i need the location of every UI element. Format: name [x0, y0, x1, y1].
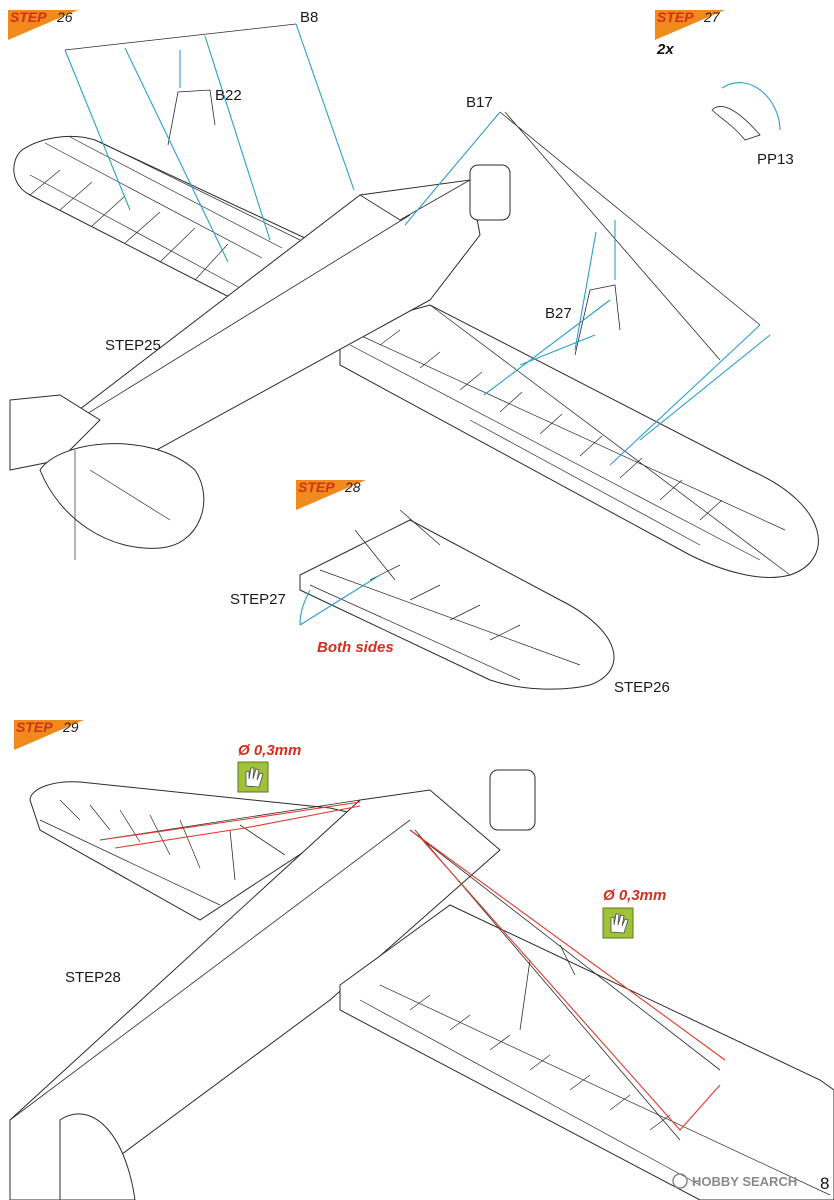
- wire-diameter-1: Ø 0,3mm: [238, 742, 301, 759]
- watermark-text: HOBBY SEARCH: [692, 1174, 797, 1189]
- label-b27: B27: [545, 305, 572, 322]
- label-pp13: PP13: [757, 151, 794, 168]
- left-wing-ribs: [29, 136, 301, 289]
- label-b8: B8: [300, 9, 318, 26]
- ref-step28: STEP28: [65, 969, 121, 986]
- strut-b8: [64, 23, 297, 51]
- step-29-header: STEP 29: [14, 719, 84, 750]
- rigging-wires: [99, 801, 726, 1131]
- pp13-part: [711, 106, 761, 141]
- step-29-drawing: [9, 769, 834, 1200]
- step-26-number: 26: [56, 9, 73, 25]
- step-27-word: STEP: [657, 9, 694, 25]
- step-29-number: 29: [62, 719, 79, 735]
- step-28-header: STEP 28: [296, 479, 366, 510]
- strut-b17: [499, 111, 761, 361]
- ref-step26: STEP26: [614, 679, 670, 696]
- right-wing: [339, 304, 819, 578]
- step-28-number: 28: [344, 479, 361, 495]
- wire-callout-1: Ø 0,3mm: [237, 742, 301, 793]
- step-28-drawing: [299, 509, 615, 690]
- right-wing-ribs: [349, 304, 791, 576]
- step-27-header: STEP 27: [655, 9, 725, 40]
- ref-step27: STEP27: [230, 591, 286, 608]
- label-b17: B17: [466, 94, 493, 111]
- watermark: HOBBY SEARCH: [672, 1173, 797, 1189]
- step-26-drawing: [9, 23, 819, 578]
- step-29-word: STEP: [16, 719, 53, 735]
- wire-diameter-2: Ø 0,3mm: [603, 887, 666, 904]
- vertical-tail: [39, 443, 205, 549]
- hand-icon: [245, 767, 264, 788]
- step-26-header: STEP 26: [8, 9, 78, 40]
- left-wing-29: [29, 781, 362, 921]
- strut-b27: [574, 284, 621, 356]
- step-27-number: 27: [703, 9, 721, 25]
- pp13-arrow: [721, 82, 781, 131]
- hand-icon: [610, 913, 629, 934]
- label-b22: B22: [215, 87, 242, 104]
- engine: [469, 164, 511, 221]
- ref-step25: STEP25: [105, 337, 161, 354]
- wire-callout-2: Ø 0,3mm: [602, 887, 666, 939]
- horizontal-tail: [9, 394, 101, 471]
- right-wing-29: [339, 904, 834, 1200]
- assembly-arrows-26: [64, 23, 781, 466]
- both-sides-note: Both sides: [317, 639, 394, 656]
- quantity-label: 2x: [656, 41, 674, 58]
- engine-29: [489, 769, 536, 831]
- step-26-word: STEP: [10, 9, 47, 25]
- wing-detail: [299, 519, 615, 690]
- fuselage-29: [9, 789, 501, 1200]
- step-28-word: STEP: [298, 479, 335, 495]
- strut-b22: [167, 89, 216, 146]
- page-number: 8: [820, 1174, 829, 1193]
